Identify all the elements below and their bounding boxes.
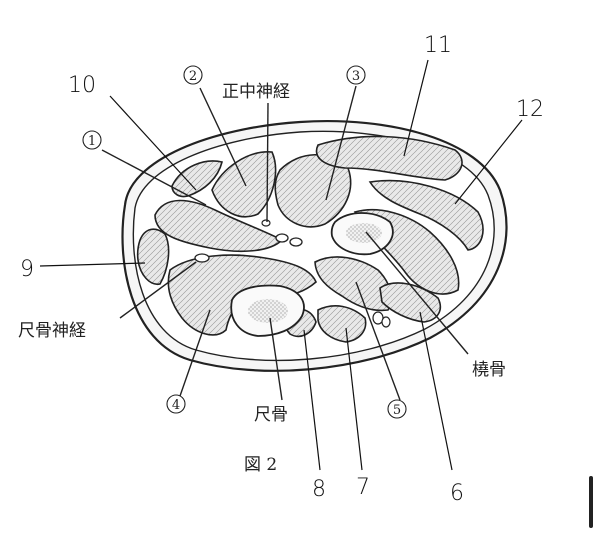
muscle-5 xyxy=(314,256,392,312)
handwritten-10: 10 xyxy=(68,73,96,98)
muscle-6 xyxy=(379,282,442,323)
svg-text:3: 3 xyxy=(352,69,360,84)
circled-label-2: 2 xyxy=(183,65,203,85)
svg-text:2: 2 xyxy=(189,69,197,84)
label-radius: 橈骨 xyxy=(472,360,506,380)
small-vessels xyxy=(194,219,391,328)
handwritten-7: 7 xyxy=(356,475,370,500)
muscle-7 xyxy=(317,305,367,343)
figure-caption: 図 2 xyxy=(244,455,277,475)
svg-text:4: 4 xyxy=(172,398,180,413)
muscle-10 xyxy=(171,160,223,198)
circled-label-3: 3 xyxy=(346,65,366,85)
radius-bone xyxy=(330,212,394,256)
label-median-nerve: 正中神経 xyxy=(222,82,290,102)
circled-label-5: 5 xyxy=(387,399,407,419)
circled-label-4: 4 xyxy=(166,394,186,414)
ulna-bone xyxy=(230,284,305,337)
circled-label-1: 1 xyxy=(82,130,102,150)
muscle-compartments xyxy=(136,135,484,343)
scroll-indicator[interactable] xyxy=(589,476,593,528)
svg-text:1: 1 xyxy=(88,134,96,149)
muscle-12 xyxy=(368,179,484,251)
muscle-2 xyxy=(211,151,277,218)
label-ulna: 尺骨 xyxy=(254,405,288,425)
handwritten-leader-lines xyxy=(39,59,523,471)
muscle-9 xyxy=(136,228,170,285)
handwritten-12: 12 xyxy=(516,97,544,122)
label-ulnar-nerve: 尺骨神経 xyxy=(18,321,86,341)
printed-leader-lines xyxy=(101,85,469,401)
handwritten-6: 6 xyxy=(450,481,464,506)
svg-text:5: 5 xyxy=(393,403,401,418)
handwritten-8: 8 xyxy=(312,477,326,502)
handwritten-9: 9 xyxy=(20,257,34,282)
muscle-11 xyxy=(315,135,463,181)
handwritten-11: 11 xyxy=(424,33,452,58)
